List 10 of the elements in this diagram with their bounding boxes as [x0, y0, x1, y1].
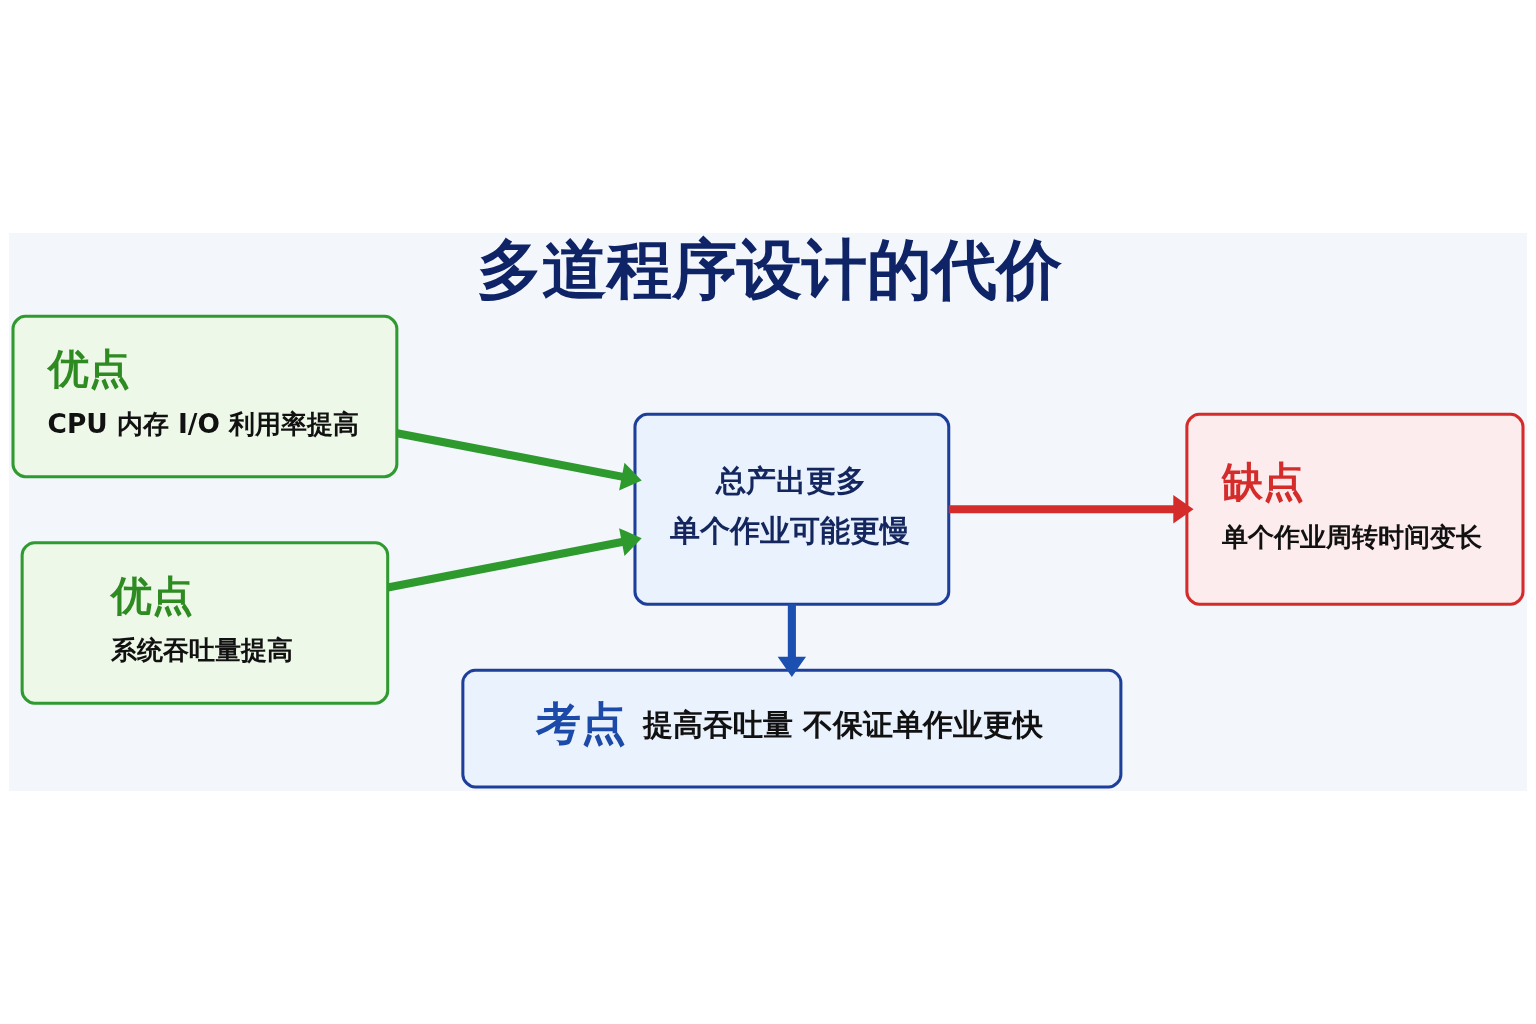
- arrow: [777, 604, 807, 677]
- node-box: 优点 系统吞吐量提高: [20, 541, 390, 705]
- node-box: 总产出更多 单个作业可能更慢: [633, 412, 951, 606]
- node-box: 优点 CPU 内存 I/O 利用率提高: [11, 314, 399, 479]
- arrow: [396, 429, 642, 491]
- node-box: 考点 提高吞吐量 不保证单作业更快: [461, 668, 1123, 789]
- arrow: [387, 528, 642, 592]
- arrow: [948, 495, 1194, 524]
- diagram-title: 多道程序设计的代价: [476, 232, 1062, 308]
- node-box: 缺点 单个作业周转时间变长: [1185, 412, 1525, 606]
